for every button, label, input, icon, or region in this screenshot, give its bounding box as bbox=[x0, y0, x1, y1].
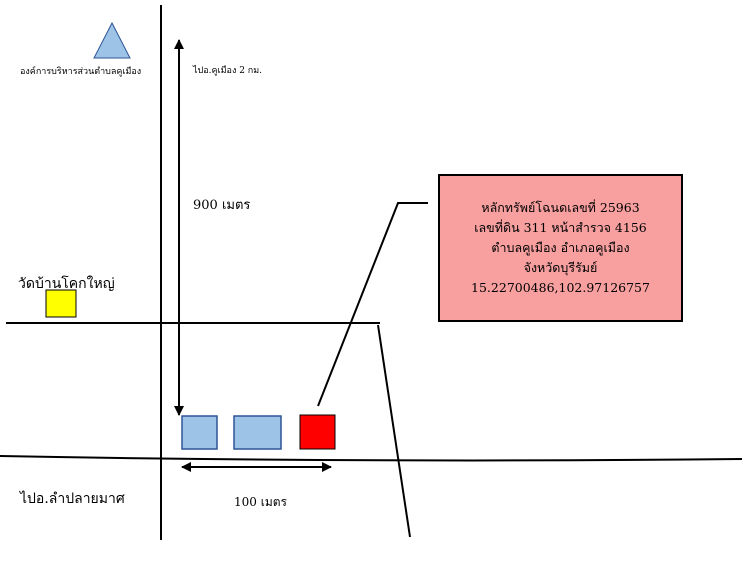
north-direction-label: ไปอ.คูเมือง 2 กม. bbox=[193, 66, 263, 76]
south-direction-label: ไปอ.ลำปลายมาศ bbox=[20, 491, 125, 507]
org-label: องค์การบริหารส่วนตำบลคูเมือง bbox=[20, 67, 142, 77]
neighbor-plot-1 bbox=[181, 415, 218, 450]
road-diagonal bbox=[377, 324, 411, 538]
info-coordinates: 15.22700486,102.97126757 bbox=[471, 280, 650, 295]
temple-label: วัดบ้านโคกใหญ่ bbox=[18, 276, 115, 292]
callout-line bbox=[317, 202, 428, 407]
neighbor-plot-2 bbox=[233, 415, 282, 450]
info-title-deed: หลักทรัพย์โฉนดเลขที่ 25963 bbox=[481, 200, 640, 215]
distance-vertical-label: 900 เมตร bbox=[193, 198, 251, 213]
info-land-number: เลขที่ดิน 311 หน้าสำรวจ 4156 bbox=[474, 220, 647, 235]
road-bottom bbox=[0, 455, 742, 462]
info-province: จังหวัดบุรีรัมย์ bbox=[523, 260, 598, 275]
temple-square-icon bbox=[45, 289, 77, 318]
distance-horizontal-label: 100 เมตร bbox=[234, 495, 287, 509]
org-triangle-icon bbox=[93, 21, 131, 59]
target-plot bbox=[299, 414, 336, 450]
info-subdistrict: ตำบลคูเมือง อำเภอคูเมือง bbox=[491, 240, 630, 255]
property-info-box: หลักทรัพย์โฉนดเลขที่ 25963 เลขที่ดิน 311… bbox=[438, 174, 683, 322]
